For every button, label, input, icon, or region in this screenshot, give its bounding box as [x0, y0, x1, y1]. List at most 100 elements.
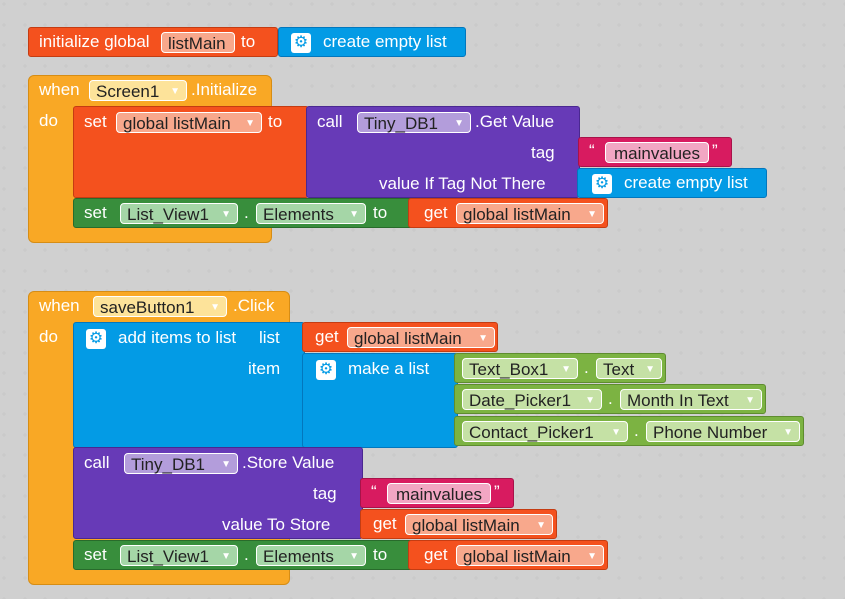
dot-label: .: [244, 203, 249, 222]
text-value-field[interactable]: mainvalues: [387, 483, 491, 504]
close-quote: ”: [494, 482, 500, 501]
initialize-event-label: .Initialize: [191, 80, 258, 99]
tag-socket-label: tag: [531, 143, 555, 162]
do-label: do: [39, 327, 58, 346]
get-global-block[interactable]: get global listMain▼: [408, 198, 608, 228]
get-label: get: [373, 514, 397, 533]
get-label: get: [424, 203, 448, 222]
create-empty-list-label: create empty list: [624, 173, 748, 192]
text-property-dropdown[interactable]: Text▼: [596, 358, 662, 379]
make-a-list-block[interactable]: ⚙ make a list: [302, 353, 458, 448]
to-label: to: [241, 32, 256, 51]
set-listview-elements-block[interactable]: set List_View1▼ . Elements▼ to: [73, 198, 413, 228]
datepicker-month-getter-block[interactable]: Date_Picker1▼ . Month In Text▼: [454, 384, 766, 414]
get-global-block[interactable]: get global listMain▼: [302, 322, 498, 352]
set-global-block[interactable]: set global listMain▼ to: [73, 106, 309, 198]
chevron-down-icon: ▼: [745, 395, 755, 406]
chevron-down-icon: ▼: [645, 364, 655, 375]
initialize-global-block[interactable]: initialize global listMain to: [28, 27, 278, 57]
set-label: set: [84, 545, 107, 564]
chevron-down-icon: ▼: [783, 427, 793, 438]
click-event-label: .Click: [233, 296, 275, 315]
close-quote: ”: [712, 141, 718, 160]
value-if-tag-not-there-label: value If Tag Not There: [379, 174, 546, 193]
chevron-down-icon: ▼: [478, 333, 488, 344]
dot-label: .: [634, 421, 639, 440]
open-quote: “: [371, 482, 377, 501]
call-label: call: [84, 453, 110, 472]
screen-component-dropdown[interactable]: Screen1▼: [89, 80, 187, 101]
tinydb-component-dropdown[interactable]: Tiny_DB1▼: [124, 453, 238, 474]
contactpicker-phone-getter-block[interactable]: Contact_Picker1▼ . Phone Number▼: [454, 416, 804, 446]
get-value-method-label: .Get Value: [475, 112, 555, 131]
phone-number-property-dropdown[interactable]: Phone Number▼: [646, 421, 800, 442]
chevron-down-icon: ▼: [210, 302, 220, 313]
call-label: call: [317, 112, 343, 131]
get-variable-dropdown[interactable]: global listMain▼: [347, 327, 495, 348]
make-a-list-label: make a list: [348, 359, 430, 378]
get-global-block[interactable]: get global listMain▼: [360, 509, 557, 539]
value-to-store-label: value To Store: [222, 515, 331, 534]
to-label: to: [268, 112, 283, 131]
to-label: to: [373, 545, 388, 564]
get-label: get: [424, 545, 448, 564]
chevron-down-icon: ▼: [587, 551, 597, 562]
gear-icon[interactable]: ⚙: [291, 33, 311, 53]
gear-icon[interactable]: ⚙: [592, 174, 612, 194]
month-in-text-property-dropdown[interactable]: Month In Text▼: [620, 389, 762, 410]
dot-label: .: [244, 545, 249, 564]
add-items-to-list-block[interactable]: ⚙ add items to list list item: [73, 322, 305, 448]
when-label: when: [39, 80, 80, 99]
chevron-down-icon: ▼: [221, 551, 231, 562]
list-socket-label: list: [259, 328, 280, 347]
do-label: do: [39, 111, 58, 130]
textbox-component-dropdown[interactable]: Text_Box1▼: [462, 358, 578, 379]
when-label: when: [39, 296, 80, 315]
listview-component-dropdown[interactable]: List_View1▼: [120, 203, 238, 224]
gear-icon[interactable]: ⚙: [316, 360, 336, 380]
text-value-field[interactable]: mainvalues: [605, 142, 709, 163]
tinydb-get-value-block[interactable]: call Tiny_DB1▼ .Get Value tag value If T…: [306, 106, 580, 198]
datepicker-component-dropdown[interactable]: Date_Picker1▼: [462, 389, 602, 410]
store-value-method-label: .Store Value: [242, 453, 335, 472]
set-variable-dropdown[interactable]: global listMain▼: [116, 112, 262, 133]
elements-property-dropdown[interactable]: Elements▼: [256, 545, 366, 566]
chevron-down-icon: ▼: [170, 86, 180, 97]
get-variable-dropdown[interactable]: global listMain▼: [456, 203, 604, 224]
chevron-down-icon: ▼: [349, 209, 359, 220]
chevron-down-icon: ▼: [245, 118, 255, 129]
item-socket-label: item: [248, 359, 281, 378]
textbox-text-getter-block[interactable]: Text_Box1▼ . Text▼: [454, 353, 666, 383]
variable-name-field[interactable]: listMain: [161, 32, 235, 53]
listview-component-dropdown[interactable]: List_View1▼: [120, 545, 238, 566]
gear-icon[interactable]: ⚙: [86, 329, 106, 349]
chevron-down-icon: ▼: [587, 209, 597, 220]
chevron-down-icon: ▼: [221, 209, 231, 220]
set-label: set: [84, 112, 107, 131]
tinydb-store-value-block[interactable]: call Tiny_DB1▼ .Store Value tag value To…: [73, 447, 363, 539]
text-string-block[interactable]: “ mainvalues ”: [578, 137, 732, 167]
chevron-down-icon: ▼: [561, 364, 571, 375]
chevron-down-icon: ▼: [536, 520, 546, 531]
create-empty-list-block[interactable]: ⚙ create empty list: [577, 168, 767, 198]
set-listview-elements-block[interactable]: set List_View1▼ . Elements▼ to: [73, 540, 413, 570]
get-variable-dropdown[interactable]: global listMain▼: [456, 545, 604, 566]
create-empty-list-label: create empty list: [323, 32, 447, 51]
get-label: get: [315, 327, 339, 346]
to-label: to: [373, 203, 388, 222]
get-global-block[interactable]: get global listMain▼: [408, 540, 608, 570]
add-items-to-list-label: add items to list: [118, 328, 237, 347]
savebutton-component-dropdown[interactable]: saveButton1▼: [93, 296, 227, 317]
initialize-global-label: initialize global: [39, 32, 150, 51]
elements-property-dropdown[interactable]: Elements▼: [256, 203, 366, 224]
chevron-down-icon: ▼: [611, 427, 621, 438]
dot-label: .: [584, 358, 589, 377]
text-string-block[interactable]: “ mainvalues ”: [360, 478, 514, 508]
tinydb-component-dropdown[interactable]: Tiny_DB1▼: [357, 112, 471, 133]
open-quote: “: [589, 141, 595, 160]
contactpicker-component-dropdown[interactable]: Contact_Picker1▼: [462, 421, 628, 442]
get-variable-dropdown[interactable]: global listMain▼: [405, 514, 553, 535]
create-empty-list-block[interactable]: ⚙ create empty list: [278, 27, 466, 57]
chevron-down-icon: ▼: [454, 118, 464, 129]
tag-socket-label: tag: [313, 484, 337, 503]
